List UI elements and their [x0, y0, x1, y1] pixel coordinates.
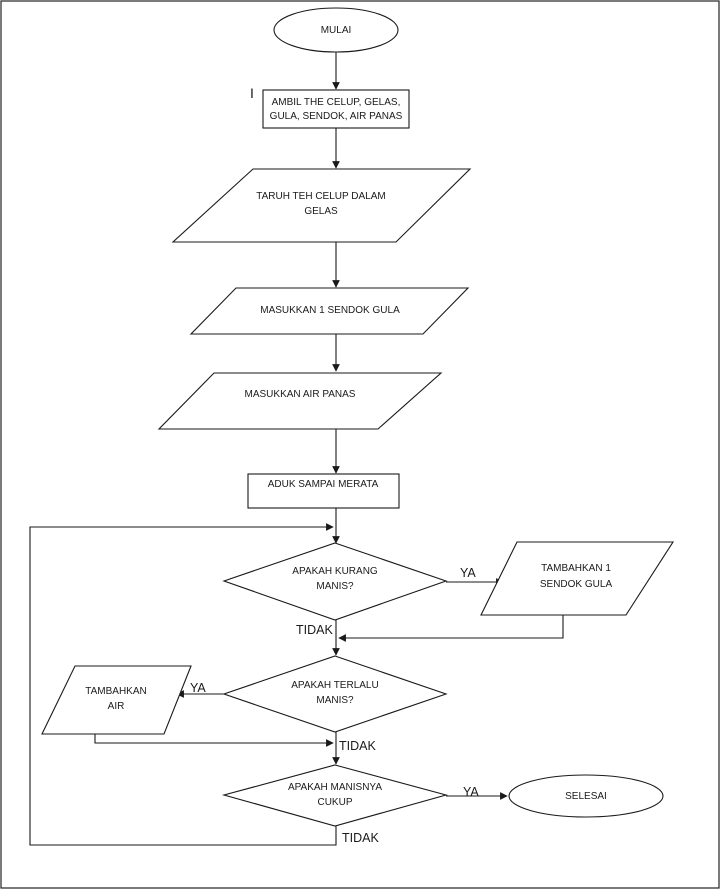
edge-action2-return	[94, 734, 334, 747]
terminator-end-shape	[508, 774, 664, 818]
node-step5-label: ADUK SAMPAI MERATA	[268, 479, 379, 490]
io-action1-shape	[480, 541, 675, 616]
node-action1: TAMBAHKAN 1 SENDOK GULA	[480, 541, 675, 616]
edge-label-d2-no: TIDAK	[339, 739, 376, 753]
node-decision3: APAKAH MANISNYA CUKUP	[221, 764, 449, 827]
node-start: MULAI	[273, 7, 399, 53]
node-step1-label-line2: GULA, SENDOK, AIR PANAS	[270, 111, 403, 122]
node-action2-label-line1: TAMBAHKAN	[85, 686, 147, 697]
process-step1-shape	[262, 89, 410, 129]
node-action2: TAMBAHKAN AIR	[41, 665, 192, 735]
decision2-shape	[222, 655, 448, 733]
decision1-shape	[222, 542, 448, 621]
node-decision3-label-line2: CUKUP	[317, 797, 352, 808]
edge-decision3-no-loop	[29, 523, 337, 846]
edge-label-d3-no: TIDAK	[342, 831, 379, 845]
node-action2-label-line2: AIR	[108, 701, 125, 712]
io-step4-shape	[157, 372, 443, 430]
node-action1-label-line1: TAMBAHKAN 1	[541, 563, 611, 574]
node-step5: ADUK SAMPAI MERATA	[247, 473, 400, 509]
node-decision2-label-line2: MANIS?	[316, 695, 354, 706]
io-step2-shape	[171, 168, 472, 243]
node-step1-label-line1: AMBIL THE CELUP, GELAS,	[272, 97, 401, 108]
node-step3: MASUKKAN 1 SENDOK GULA	[189, 287, 470, 335]
edge-label-d2-yes: YA	[190, 681, 206, 695]
node-decision1-label-line2: MANIS?	[316, 581, 354, 592]
node-decision2: APAKAH TERLALU MANIS?	[222, 655, 448, 733]
node-action1-label-line2: SENDOK GULA	[540, 579, 613, 590]
node-decision3-label-line1: APAKAH MANISNYA	[288, 782, 382, 793]
node-end-label: SELESAI	[565, 791, 607, 802]
node-decision1: APAKAH KURANG MANIS?	[222, 542, 448, 621]
node-step3-label: MASUKKAN 1 SENDOK GULA	[260, 305, 400, 316]
node-decision2-label-line1: APAKAH TERLALU	[291, 680, 378, 691]
step1-marker: I	[250, 85, 254, 101]
io-action2-shape	[41, 665, 192, 735]
edge-label-d1-yes: YA	[460, 566, 476, 580]
node-decision1-label-line1: APAKAH KURANG	[292, 566, 378, 577]
edge-label-d1-no: TIDAK	[296, 623, 333, 637]
node-step4: MASUKKAN AIR PANAS	[157, 372, 443, 430]
process-step5-shape	[247, 473, 400, 509]
node-step4-label: MASUKKAN AIR PANAS	[245, 389, 356, 400]
node-start-label: MULAI	[321, 25, 352, 36]
node-step2: TARUH TEH CELUP DALAM GELAS	[171, 168, 472, 243]
io-step3-shape	[189, 287, 470, 335]
node-end: SELESAI	[508, 774, 664, 818]
terminator-start-shape	[273, 7, 399, 53]
edge-action1-return	[338, 615, 564, 642]
edge-label-d3-yes: YA	[463, 785, 479, 799]
node-step2-label-line1: TARUH TEH CELUP DALAM	[256, 191, 385, 202]
decision3-shape	[221, 764, 449, 827]
node-step2-label-line2: GELAS	[304, 206, 338, 217]
node-step1: I AMBIL THE CELUP, GELAS, GULA, SENDOK, …	[250, 85, 410, 129]
